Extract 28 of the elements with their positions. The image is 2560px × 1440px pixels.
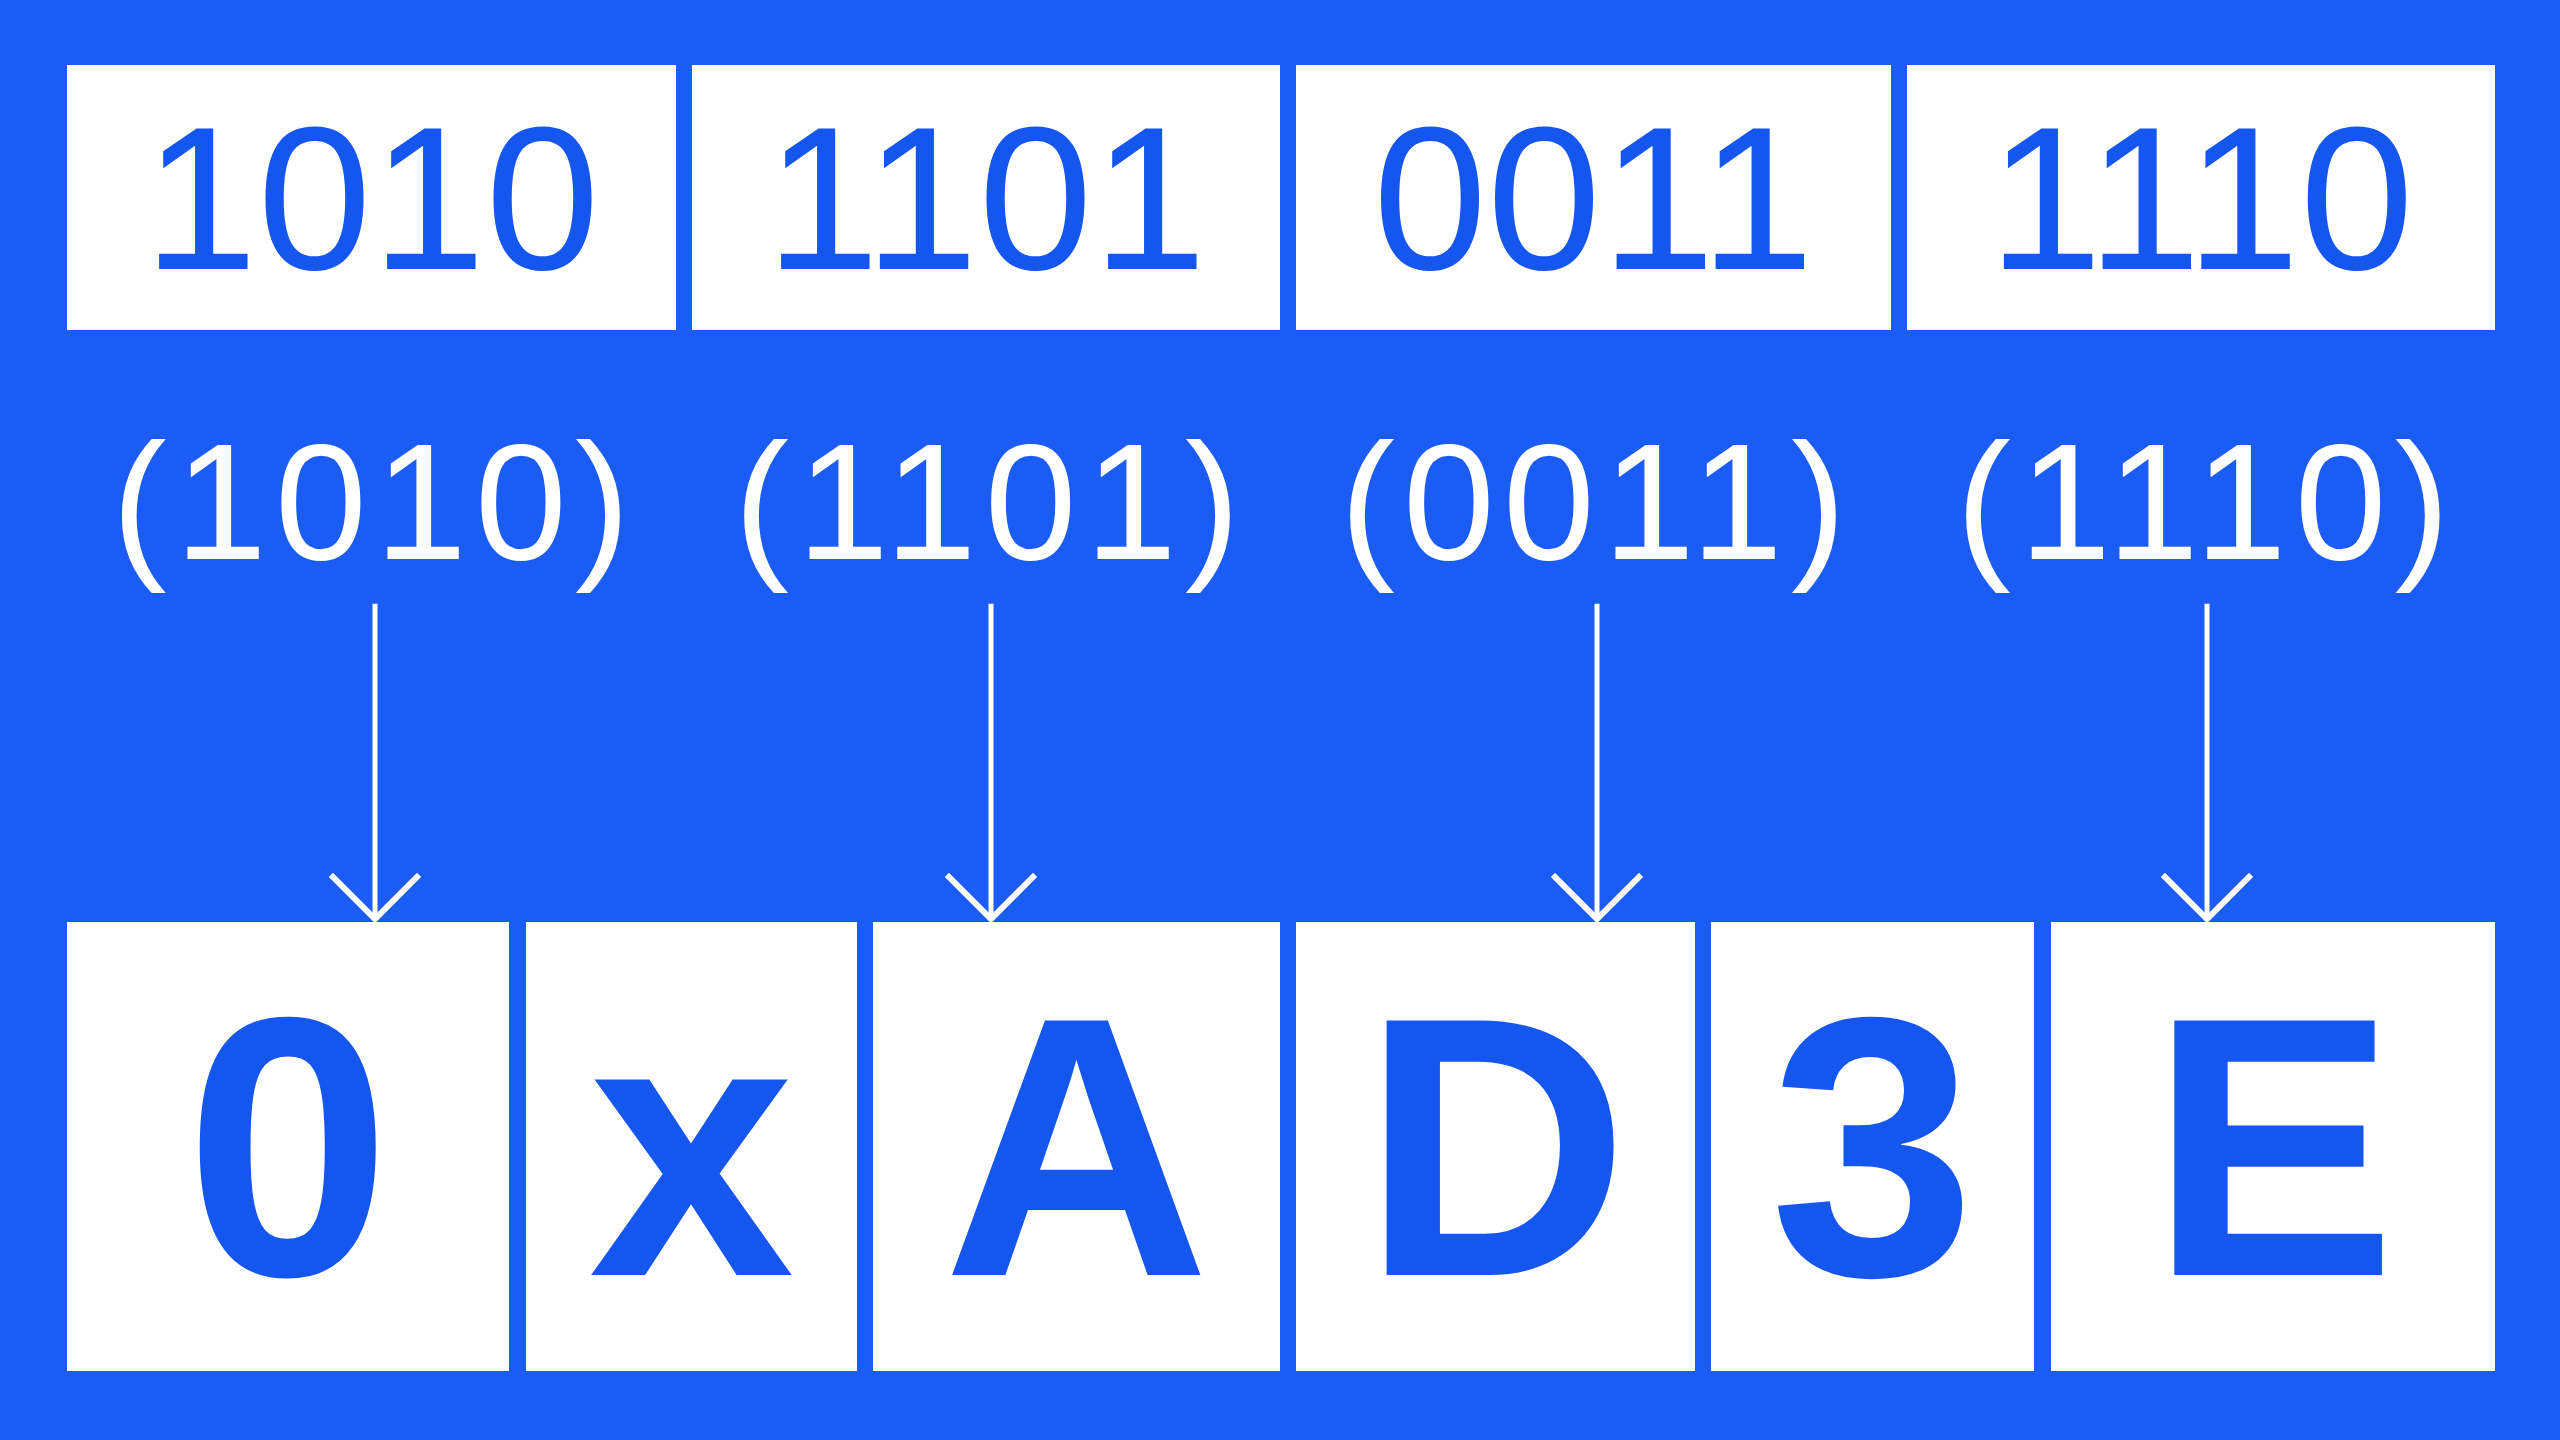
nibble-text: 1010 bbox=[143, 95, 600, 300]
hex-digit: 0 bbox=[185, 961, 391, 1332]
hex-digit-box bbox=[67, 922, 509, 1371]
hex-digit: E bbox=[2149, 961, 2397, 1332]
arrow bbox=[2162, 603, 2252, 922]
arrow bbox=[946, 603, 1036, 922]
nibble-box bbox=[1907, 65, 2495, 330]
hex-digit: 3 bbox=[1769, 961, 1976, 1332]
nibble-box bbox=[692, 65, 1280, 330]
hex-digit-box bbox=[526, 922, 857, 1371]
hex-digit: A bbox=[942, 961, 1211, 1332]
hex-digit: x bbox=[588, 961, 795, 1332]
hex-digit-box bbox=[873, 922, 1280, 1371]
nibble-label: (0011) bbox=[1339, 408, 1855, 598]
nibble-label: (1010) bbox=[111, 408, 639, 598]
nibble-box bbox=[67, 65, 676, 330]
nibble-label: (1110) bbox=[1956, 408, 2458, 598]
nibble-text: 1101 bbox=[765, 95, 1207, 300]
hex-digit-box bbox=[2051, 922, 2495, 1371]
arrow bbox=[1552, 603, 1642, 922]
hex-digit-box bbox=[1711, 922, 2034, 1371]
nibble-label: (1101) bbox=[733, 408, 1249, 598]
nibble-text: 1110 bbox=[1988, 95, 2414, 300]
hex-digit: D bbox=[1361, 961, 1630, 1332]
hex-digit-box bbox=[1296, 922, 1695, 1371]
nibble-box bbox=[1296, 65, 1891, 330]
arrow bbox=[330, 603, 420, 922]
nibble-text: 0011 bbox=[1373, 95, 1814, 300]
